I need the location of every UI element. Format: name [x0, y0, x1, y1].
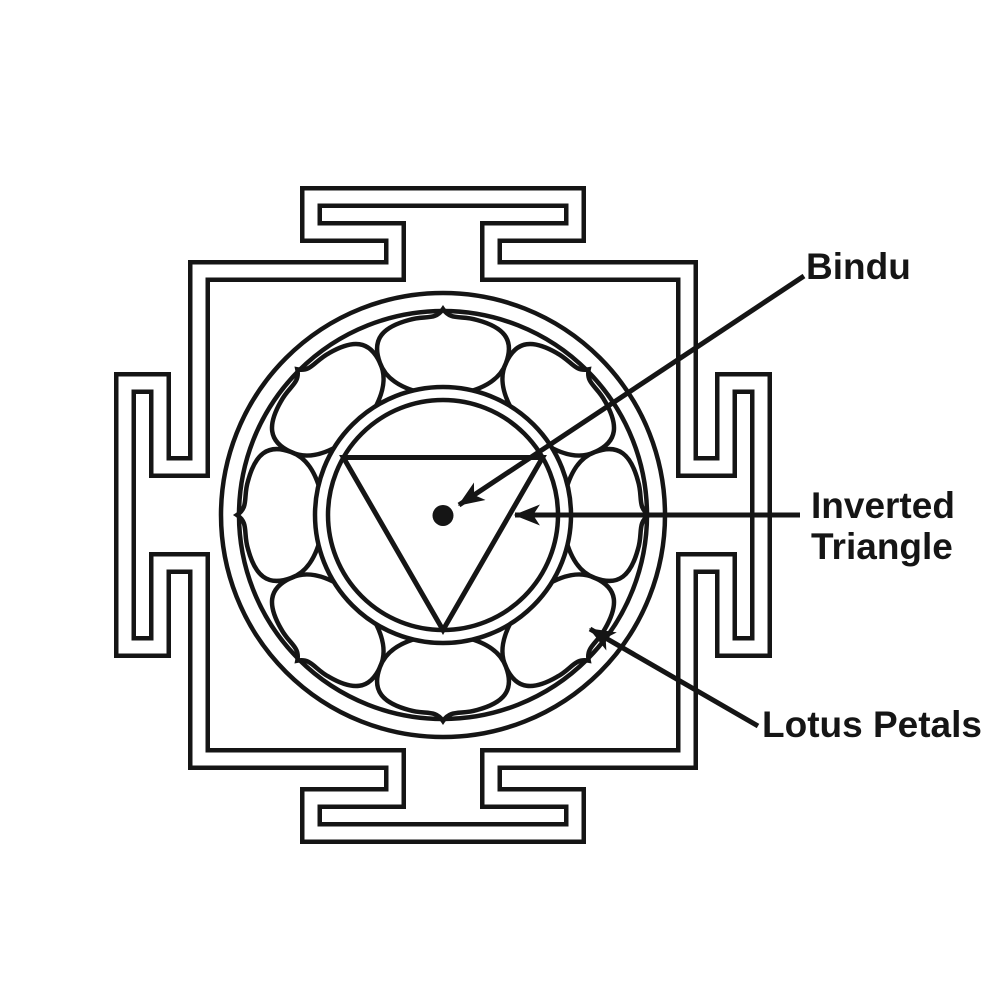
lotus-petal	[377, 636, 509, 721]
bindu-dot	[432, 505, 454, 526]
inverted-triangle-label: Inverted Triangle	[811, 485, 955, 567]
bhupura-wall-inner-line	[118, 190, 768, 840]
bhupura-square-gates	[114, 186, 772, 844]
lotus-petal	[237, 449, 322, 581]
inverted-triangle-shape	[339, 455, 547, 635]
lotus-petal	[377, 309, 509, 394]
lotus-petals-arrow	[588, 626, 760, 729]
annotation-arrows	[457, 273, 806, 729]
lotus-petals-label: Lotus Petals	[762, 704, 982, 745]
bindu-label: Bindu	[806, 246, 911, 287]
bindu-arrow	[457, 273, 806, 508]
